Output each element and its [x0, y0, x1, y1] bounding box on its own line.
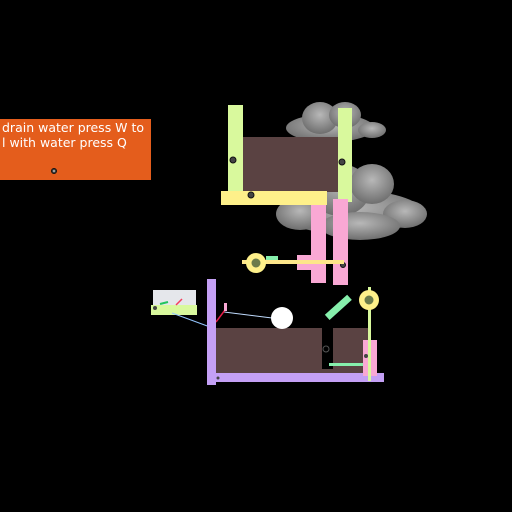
lever-arm — [242, 260, 344, 264]
right-lever — [324, 287, 379, 381]
banner-bolt-icon — [51, 168, 57, 174]
sign-panel — [153, 290, 196, 306]
middle-lever — [242, 253, 344, 273]
upper-right-wall — [338, 108, 352, 202]
cloud-icon — [286, 102, 386, 142]
lever-tab — [266, 256, 278, 260]
lower-floor — [207, 373, 384, 382]
instruction-line-2: l with water press Q — [2, 135, 127, 150]
pink-pillar-left — [311, 205, 326, 283]
upper-platform — [221, 191, 327, 205]
pivot-hub — [251, 258, 261, 268]
sign-base — [151, 305, 197, 315]
bolt-icon — [153, 306, 157, 310]
rope-ball — [223, 311, 281, 320]
ball-icon — [271, 307, 293, 329]
lower-left-wall — [207, 279, 216, 385]
pivot-hub — [364, 295, 374, 305]
pink-pillar-right — [333, 199, 348, 285]
bolt-icon — [216, 376, 220, 380]
left-sign — [151, 290, 197, 315]
floor-plank — [329, 363, 369, 366]
rope-left — [171, 312, 211, 328]
gate-hinge-icon — [322, 345, 330, 353]
upper-soil — [243, 137, 339, 192]
red-stick — [215, 309, 226, 323]
instruction-text: drain water press W to l with water pres… — [2, 120, 144, 150]
lower-soil — [215, 328, 368, 374]
upper-left-wall — [228, 105, 243, 195]
instruction-line-1: drain water press W to — [2, 120, 145, 135]
bolt-icon — [364, 354, 368, 358]
bolt-icon — [229, 156, 237, 164]
right-pole — [368, 287, 371, 381]
instruction-banner: drain water press W to l with water pres… — [0, 119, 151, 180]
tilted-plank — [324, 294, 352, 321]
lower-container — [207, 279, 384, 385]
upper-container — [221, 105, 352, 205]
small-peg — [224, 303, 227, 311]
bolt-icon — [338, 158, 346, 166]
bolt-icon — [247, 191, 255, 199]
